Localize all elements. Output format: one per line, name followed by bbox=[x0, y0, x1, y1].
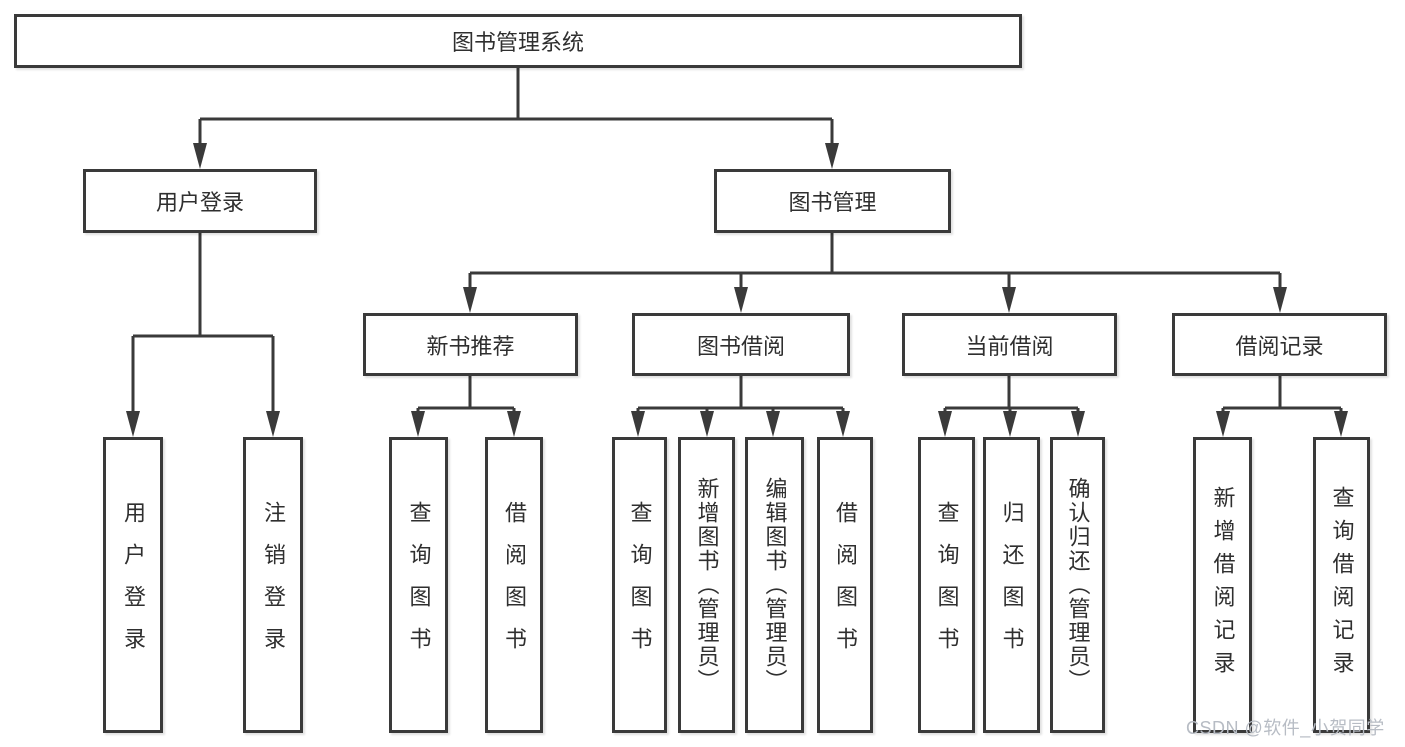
node-root: 图书管理系统 bbox=[14, 14, 1022, 68]
leaf-logout-label: 注销登录 bbox=[261, 501, 286, 669]
leaf-edit-book-admin: 编辑图书（管理员） bbox=[745, 437, 804, 733]
leaf-edit-book-admin-label: 编辑图书（管理员） bbox=[762, 477, 788, 693]
leaf-add-borrow-record: 新增借阅记录 bbox=[1193, 437, 1252, 733]
node-user-login: 用户登录 bbox=[83, 169, 317, 233]
leaf-add-book-admin-label: 新增图书（管理员） bbox=[694, 477, 720, 693]
node-book-borrow: 图书借阅 bbox=[632, 313, 850, 376]
leaf-query-books-recommend-label: 查询图书 bbox=[406, 501, 432, 669]
leaf-borrow-book-label: 借阅图书 bbox=[833, 501, 858, 669]
node-book-management-label: 图书管理 bbox=[788, 190, 877, 215]
node-book-management: 图书管理 bbox=[714, 169, 951, 233]
leaf-confirm-return-admin-label: 确认归还（管理员） bbox=[1065, 477, 1091, 693]
arrowheads bbox=[126, 143, 1348, 437]
node-borrow-records-label: 借阅记录 bbox=[1235, 333, 1324, 359]
leaf-logout: 注销登录 bbox=[243, 437, 303, 733]
leaf-query-borrow-record: 查询借阅记录 bbox=[1313, 437, 1370, 733]
leaf-query-books-current: 查询图书 bbox=[918, 437, 975, 733]
node-borrow-records: 借阅记录 bbox=[1172, 313, 1387, 376]
node-book-borrow-label: 图书借阅 bbox=[696, 333, 785, 359]
leaf-query-borrow-record-label: 查询借阅记录 bbox=[1329, 486, 1355, 684]
leaf-confirm-return-admin: 确认归还（管理员） bbox=[1050, 437, 1105, 733]
leaf-user-login: 用户登录 bbox=[103, 437, 163, 733]
node-new-book-recommend-label: 新书推荐 bbox=[426, 333, 515, 359]
leaf-borrow-book-recommend-label: 借阅图书 bbox=[502, 501, 527, 669]
csdn-watermark: CSDN @软件_小贺同学 bbox=[1186, 718, 1385, 738]
leaf-query-books-borrow: 查询图书 bbox=[612, 437, 667, 733]
leaf-query-books-borrow-label: 查询图书 bbox=[627, 501, 653, 669]
node-current-borrow-label: 当前借阅 bbox=[965, 333, 1054, 359]
leaf-return-book-label: 归还图书 bbox=[999, 501, 1025, 669]
leaf-user-login-label: 用户登录 bbox=[121, 501, 146, 669]
node-new-book-recommend: 新书推荐 bbox=[363, 313, 578, 376]
leaf-query-books-recommend: 查询图书 bbox=[389, 437, 448, 733]
leaf-borrow-book-recommend: 借阅图书 bbox=[485, 437, 543, 733]
leaf-add-book-admin: 新增图书（管理员） bbox=[678, 437, 735, 733]
node-root-label: 图书管理系统 bbox=[451, 30, 584, 55]
leaf-return-book: 归还图书 bbox=[983, 437, 1040, 733]
node-current-borrow: 当前借阅 bbox=[902, 313, 1117, 376]
leaf-borrow-book: 借阅图书 bbox=[817, 437, 873, 733]
node-user-login-label: 用户登录 bbox=[155, 190, 244, 215]
leaf-query-books-current-label: 查询图书 bbox=[934, 501, 960, 669]
leaf-add-borrow-record-label: 新增借阅记录 bbox=[1210, 486, 1236, 684]
